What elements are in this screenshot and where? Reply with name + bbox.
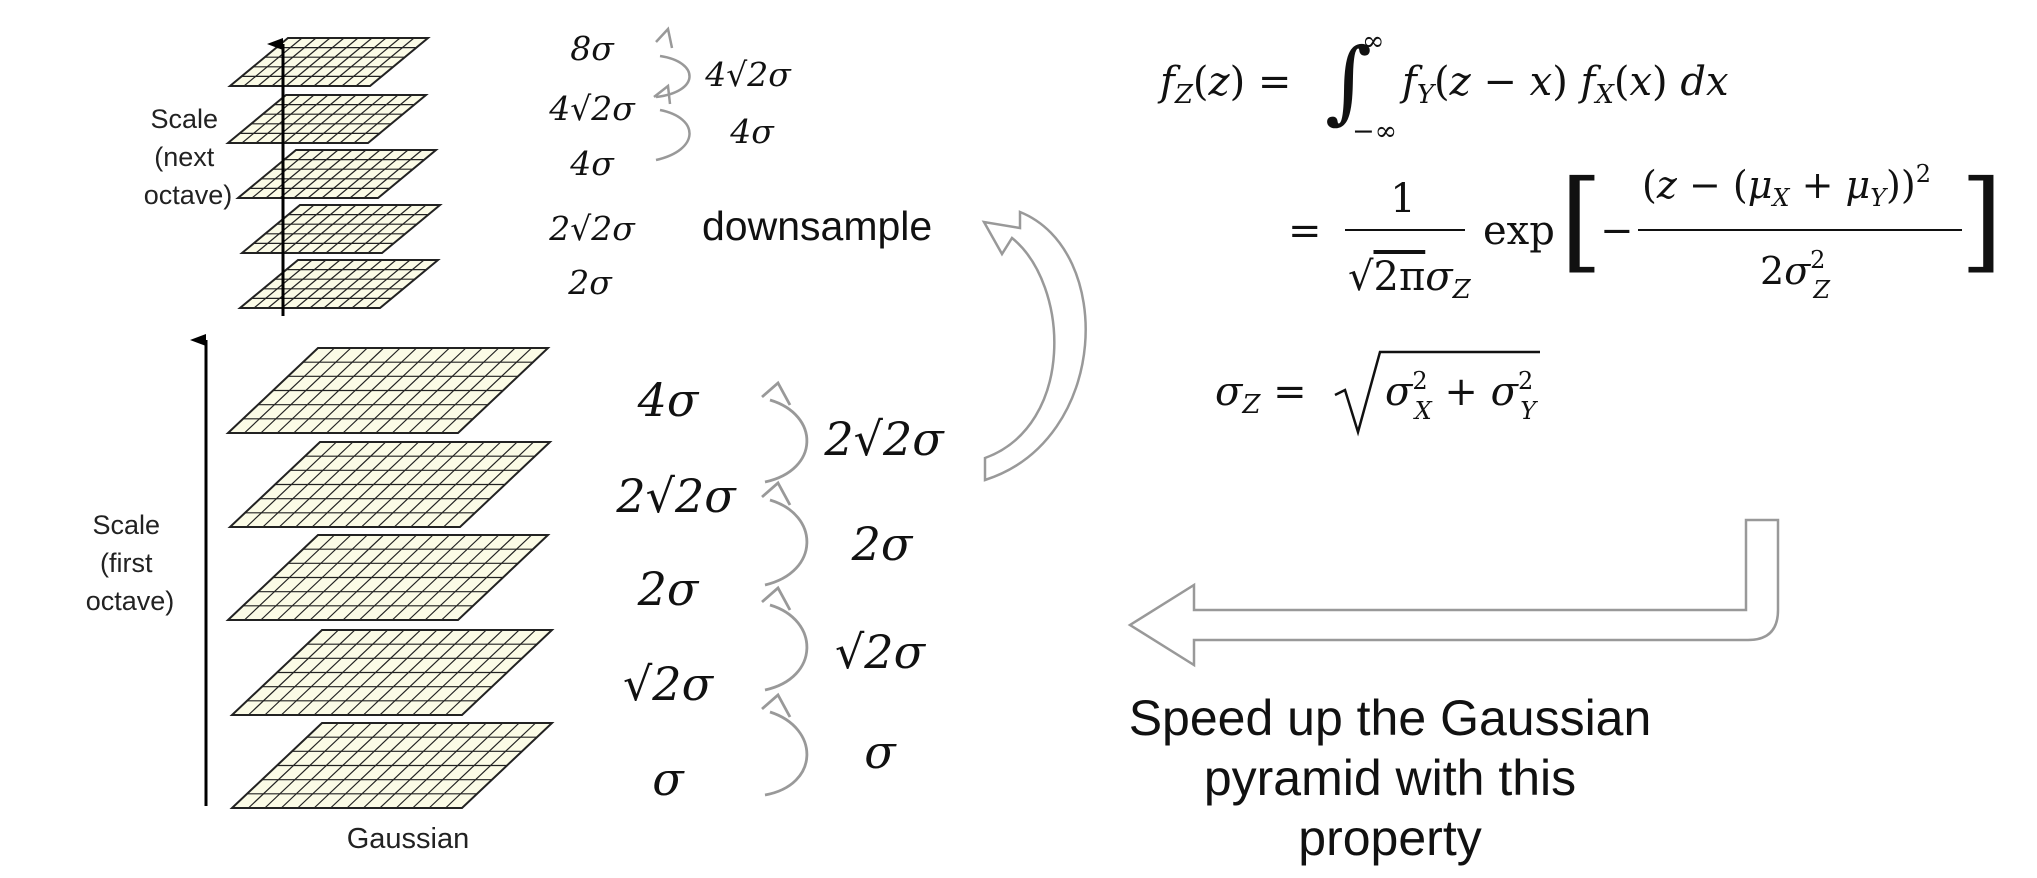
layer-label: 2√2σ [548, 209, 636, 248]
next-octave-grid-layer [227, 37, 431, 87]
step-label: 2√2σ [823, 412, 945, 466]
layer-label: 4σ [637, 373, 700, 427]
gaussian-layers [225, 37, 555, 809]
svg-text:fY(z − x) fX(x) dx: fY(z − x) fX(x) dx [1399, 59, 1729, 110]
svg-text:√2πσZ: √2πσZ [1348, 254, 1472, 305]
first-octave-layer-labels: 4σ 2√2σ 2σ √2σ σ [615, 373, 737, 806]
next-octave-grid-layer [237, 259, 441, 309]
first-octave-grid-layer [225, 534, 551, 621]
layer-label: √2σ [623, 657, 715, 711]
svg-text:[: [ [1560, 156, 1603, 284]
layer-label: 2σ [567, 263, 613, 302]
caption: Speed up the Gaussian pyramid with this … [1110, 688, 1670, 868]
next-octave-layer-labels: 8σ 4√2σ 4σ 2√2σ 2σ [548, 29, 636, 302]
svg-text:∞: ∞ [1362, 26, 1385, 57]
first-octave-grid-layer [227, 441, 553, 528]
caption-line: pyramid with this property [1203, 750, 1577, 866]
property-arrow [1127, 518, 1780, 668]
next-octave-step-labels: 4√2σ 4σ [704, 55, 792, 151]
first-octave-axis-label: Scale (first octave) [86, 510, 175, 616]
layer-label: 4√2σ [548, 89, 636, 128]
next-octave-grid-layer [225, 94, 429, 144]
svg-text:(z − (μX + μY))2: (z − (μX + μY))2 [1642, 160, 1931, 212]
first-octave-step-labels: 2√2σ 2σ √2σ σ [823, 412, 945, 779]
layer-label: σ [652, 752, 685, 806]
step-label: 4√2σ [704, 55, 792, 94]
layer-label: 4σ [569, 144, 615, 183]
first-octave-grid-layer [229, 722, 555, 809]
convolution-equation: fZ(z) = ∫ ∞ −∞ fY(z − x) fX(x) dx [1157, 26, 1729, 147]
svg-text:]: ] [1960, 156, 2003, 284]
next-octave-axis-label: Scale (next octave) [144, 104, 233, 210]
svg-text:∫: ∫ [1325, 29, 1372, 134]
step-label: √2σ [835, 625, 927, 679]
layer-label: 2√2σ [615, 469, 737, 523]
first-octave-grid-layer [229, 629, 555, 716]
svg-text:−∞: −∞ [1352, 116, 1397, 147]
svg-text:σZ =: σZ = [1215, 369, 1307, 420]
first-octave-step-arrows [761, 380, 809, 797]
next-octave-grid-layer [239, 204, 443, 254]
svg-text:−: − [1600, 208, 1634, 254]
layer-label: 2σ [637, 562, 700, 616]
step-label: σ [864, 725, 897, 779]
step-label: 4σ [729, 112, 775, 151]
layer-label: 8σ [570, 29, 615, 68]
downsample-label: downsample [702, 203, 932, 249]
next-octave-step-arrows [653, 26, 691, 162]
svg-text:=: = [1288, 208, 1322, 254]
svg-text:1: 1 [1390, 176, 1415, 222]
downsample-arrow [981, 210, 1087, 482]
next-octave-grid-layer [235, 149, 439, 199]
first-octave-grid-layer [225, 347, 551, 434]
caption-line: Speed up the Gaussian [1128, 690, 1652, 746]
gaussian-label: Gaussian [347, 823, 470, 855]
svg-text:fZ(z) =: fZ(z) = [1157, 59, 1291, 110]
svg-text:σ2X + σ2Y: σ2X + σ2Y [1385, 367, 1538, 425]
svg-text:exp: exp [1483, 208, 1555, 254]
step-label: 2σ [851, 517, 914, 571]
